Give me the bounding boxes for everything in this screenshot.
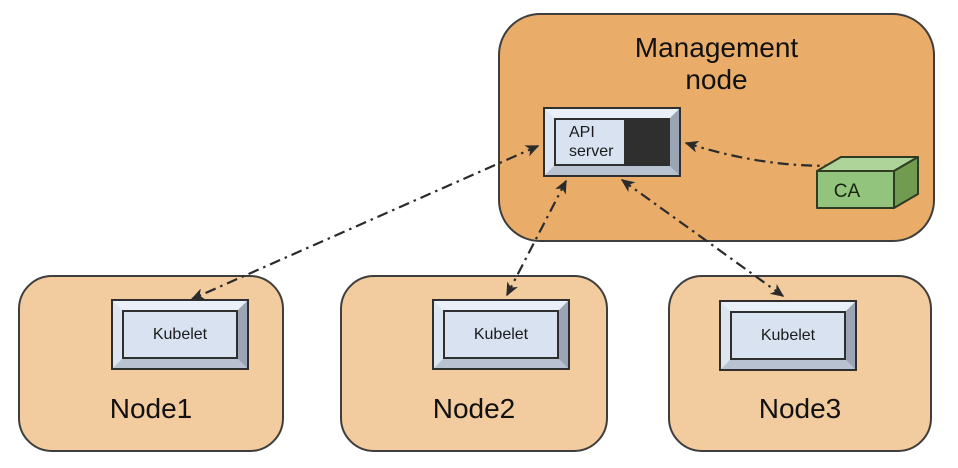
api-server-label: API server [554, 118, 626, 166]
kubelet-box-node2: Kubelet [432, 299, 570, 370]
api-server-bevel: API server [545, 109, 679, 175]
node3-label: Node3 [758, 393, 842, 424]
kubelet-node1-label: Kubelet [122, 310, 238, 359]
kubelet-node3-bevel: Kubelet [721, 302, 855, 369]
kubelet-node2-label: Kubelet [443, 310, 559, 359]
kubelet-node2-bevel: Kubelet [434, 301, 568, 368]
kubelet-node1-bevel: Kubelet [113, 301, 247, 368]
kubelet-box-node1: Kubelet [111, 299, 249, 370]
management-node-label: Management node [634, 32, 799, 96]
api-server-box: API server [543, 107, 681, 177]
node1-label: Node1 [109, 393, 193, 424]
kubelet-node3-label: Kubelet [730, 311, 846, 360]
node2-label: Node2 [432, 393, 516, 424]
kubelet-box-node3: Kubelet [719, 300, 857, 371]
